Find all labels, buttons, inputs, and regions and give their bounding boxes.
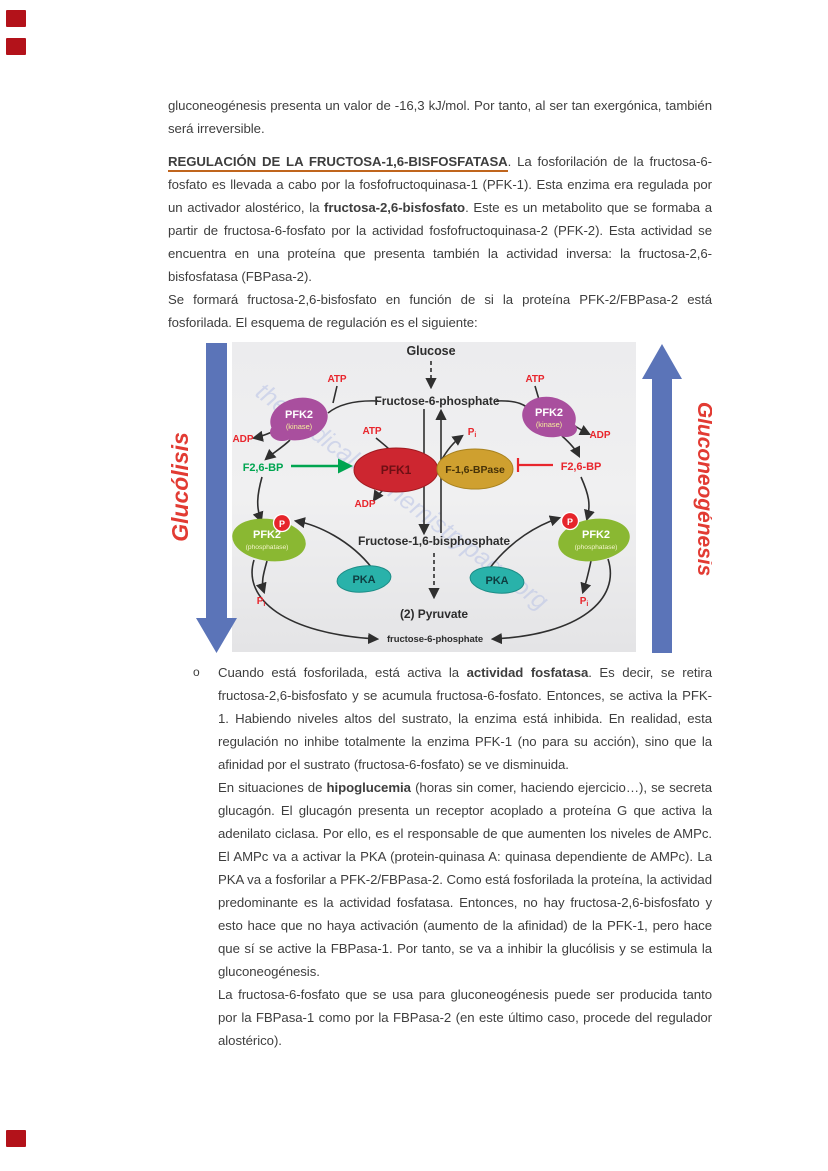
left-pka-phosphorylation-arrow	[293, 517, 373, 569]
right-sweep-to-f6p-arrow	[490, 558, 612, 645]
page-edge-mark-top-1	[6, 10, 26, 27]
left-phosphatase-name: PFK2	[253, 529, 281, 541]
left-pi-label: Pi	[257, 596, 266, 608]
left-kinase-sub: (kinase)	[286, 422, 313, 431]
right-pi-label: Pi	[580, 596, 589, 608]
glycolysis-down-arrow	[196, 343, 237, 653]
pi-subscript: i	[263, 601, 265, 608]
left-f26bp-label: F2,6-BP	[243, 462, 284, 474]
right-phospho-badge	[560, 511, 580, 531]
bullet-section: o Cuando está fosforilada, está activa l…	[168, 661, 712, 1052]
center-pi-label: Pi	[468, 427, 477, 439]
fructose-6-phosphate-label: Fructose-6-phosphate	[374, 394, 499, 408]
text-column: gluconeogénesis presenta un valor de -16…	[168, 94, 712, 1052]
bullet-marker: o	[193, 665, 200, 679]
pi-letter: P	[468, 427, 475, 438]
left-phospho-badge-letter: P	[279, 519, 285, 529]
left-pka-shape	[336, 565, 392, 593]
glycolysis-side-label: Glucólisis	[168, 432, 193, 541]
left-pka-label: PKA	[352, 574, 375, 586]
right-pfk2-kinase-blob: PFK2 (kinase)	[522, 396, 577, 438]
regulation-diagram: themedicalbiochemistrypage.org Glucólisi…	[168, 342, 712, 653]
left-kinase-bump	[270, 423, 294, 441]
bpase-label: F-1,6-BPase	[445, 464, 505, 476]
bullet-paragraph-3: La fructosa-6-fosfato que se usa para gl…	[218, 987, 712, 1048]
pyruvate-label: (2) Pyruvate	[400, 607, 468, 621]
figure-panel	[232, 342, 636, 652]
bullet-paragraph-1: Cuando está fosforilada, está activa la …	[218, 665, 712, 772]
left-phosphatase-sub: (phosphatase)	[246, 544, 289, 551]
f6p-to-left-kinase-line	[327, 400, 379, 414]
right-phosphatase-name: PFK2	[582, 529, 610, 541]
paragraph-regulation: REGULACIÓN DE LA FRUCTOSA-1,6-BISFOSFATA…	[168, 154, 713, 284]
left-pi-release-arrow	[255, 560, 268, 595]
pi-subscript: i	[474, 432, 476, 439]
left-kinase-name: PFK2	[285, 409, 313, 421]
fructose-16-bisphosphate-label: Fructose-1,6-bisphosphate	[358, 534, 510, 548]
pi-subscript: i	[586, 601, 588, 608]
left-phospho-badge	[272, 513, 292, 533]
left-sweep-to-f6p-arrow	[251, 559, 380, 645]
gluconeogenesis-side-label: Gluconeogénesis	[693, 402, 712, 576]
left-adp-label: ADP	[233, 434, 254, 445]
right-pi-release-arrow	[580, 560, 592, 595]
right-kinase-to-f26bp-arrow	[561, 435, 581, 459]
f26bp-into-left-phosphatase-line	[252, 476, 264, 524]
gluconeogenesis-up-arrow	[642, 344, 682, 653]
bullet-paragraph-2: En situaciones de hipoglucemia (horas si…	[218, 780, 712, 979]
metabolite-labels: Glucose Fructose-6-phosphate Fructose-1,…	[358, 344, 511, 645]
right-pka-label: PKA	[485, 575, 508, 587]
right-pka-phosphorylation-arrow	[488, 515, 562, 570]
pi-letter: P	[580, 596, 587, 607]
right-pka-blob: PKA	[469, 566, 525, 594]
left-pfk2-phosphatase-blob: PFK2 (phosphatase) P	[232, 513, 306, 562]
right-pka-shape	[469, 566, 525, 594]
cofactor-labels: ATP ATP ADP ADP ATP ADP Pi Pi Pi F2,6-BP	[233, 374, 611, 608]
right-kinase-bump	[555, 421, 577, 437]
right-kinase-sub: (kinase)	[536, 420, 563, 429]
left-kinase-to-f26bp-arrow	[264, 439, 291, 461]
right-phospho-badge-letter: P	[567, 517, 573, 527]
bpase-shape	[436, 448, 514, 490]
f26bp-into-right-phosphatase-line	[580, 476, 595, 522]
paragraph-scheme: Se formará fructosa-2,6-bisfosfato en fu…	[168, 292, 712, 330]
regulation-scheme-figure: themedicalbiochemistrypage.org Glucólisi…	[168, 337, 712, 655]
glucose-label: Glucose	[407, 344, 456, 358]
pfk1-label: PFK1	[381, 463, 412, 477]
right-pfk2-phosphatase-blob: PFK2 (phosphatase) P	[558, 511, 630, 562]
right-f26bp-label: F2,6-BP	[561, 461, 602, 473]
right-kinase-name: PFK2	[535, 407, 563, 419]
page-edge-mark-top-2	[6, 38, 26, 55]
right-phosphatase-sub: (phosphatase)	[575, 544, 618, 551]
left-pka-blob: PKA	[336, 565, 392, 593]
fructose-6-phosphate-bottom-label: fructose-6-phosphate	[387, 634, 483, 645]
left-atp-label: ATP	[327, 374, 346, 385]
paragraph-intro: gluconeogénesis presenta un valor de -16…	[168, 98, 712, 136]
f26bp-inhibits-bpase-line	[516, 458, 553, 472]
pfk1-adp-label: ADP	[355, 499, 376, 510]
left-atp-tick	[332, 385, 338, 404]
page-edge-mark-bottom	[6, 1130, 26, 1147]
right-atp-label: ATP	[525, 374, 544, 385]
right-phosphatase-shape	[558, 518, 630, 562]
right-adp-label: ADP	[590, 430, 611, 441]
pfk1-atp-label: ATP	[362, 426, 381, 437]
pi-letter: P	[257, 596, 264, 607]
left-pfk2-kinase-blob: PFK2 (kinase)	[270, 397, 328, 441]
